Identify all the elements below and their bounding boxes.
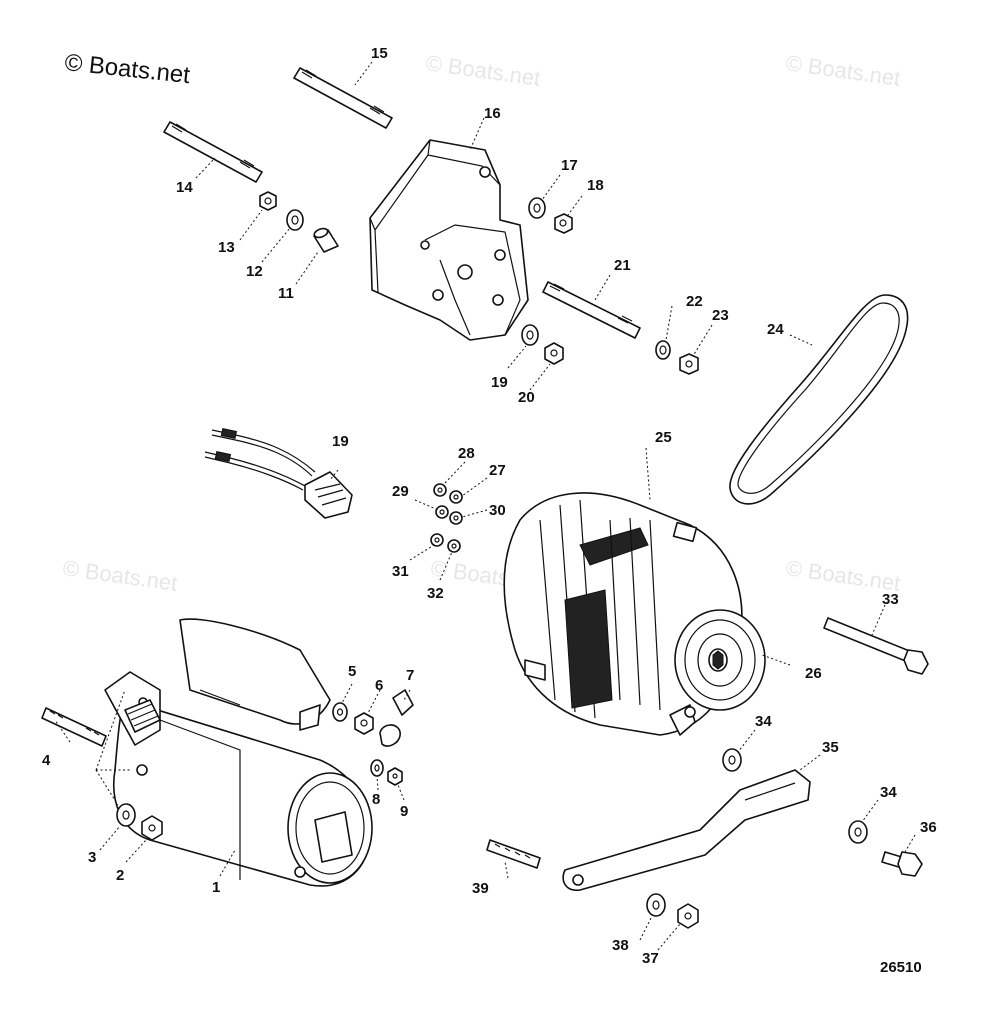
callout-29: 29 <box>392 483 409 500</box>
callout-38: 38 <box>612 937 629 954</box>
part-24-belt[interactable] <box>729 294 909 505</box>
callout-37: 37 <box>642 950 659 967</box>
part-13-nut[interactable] <box>259 191 277 211</box>
callout-23: 23 <box>712 307 729 324</box>
part-29-nut[interactable] <box>435 505 449 519</box>
callout-32: 32 <box>427 585 444 602</box>
callout-39: 39 <box>472 880 489 897</box>
part-15-stud[interactable] <box>293 67 393 129</box>
part-19-washer[interactable] <box>521 324 539 346</box>
callout-7: 7 <box>406 667 414 684</box>
callout-28: 28 <box>458 445 475 462</box>
watermark: © Boats.net <box>424 50 542 91</box>
watermark: © Boats.net <box>61 555 179 596</box>
part-38-washer[interactable] <box>646 893 666 917</box>
watermark: © Boats.net <box>784 555 902 596</box>
callout-18: 18 <box>587 177 604 194</box>
callout-6: 6 <box>375 677 383 694</box>
callout-1: 1 <box>212 879 220 896</box>
watermark: © Boats.net <box>784 50 902 91</box>
callout-27: 27 <box>489 462 506 479</box>
part-39-stud[interactable] <box>486 839 541 869</box>
callout-21: 21 <box>614 257 631 274</box>
part-34-washer[interactable] <box>848 820 868 844</box>
part-1-starter-motor[interactable] <box>104 618 373 887</box>
callout-31: 31 <box>392 563 409 580</box>
callout-5: 5 <box>348 663 356 680</box>
callout-20: 20 <box>518 389 535 406</box>
part-14-stud[interactable] <box>163 121 263 183</box>
part-19-harness[interactable] <box>204 428 353 519</box>
callout-35: 35 <box>822 739 839 756</box>
callout-22: 22 <box>686 293 703 310</box>
callout-34: 34 <box>755 713 772 730</box>
diagram-reference-number: 26510 <box>880 959 922 976</box>
part-20-nut[interactable] <box>544 342 564 365</box>
callout-9: 9 <box>400 803 408 820</box>
part-31-nut[interactable] <box>430 533 444 547</box>
part-7-terminal-boot[interactable] <box>379 689 414 747</box>
callout-4: 4 <box>42 752 51 769</box>
part-16-bracket[interactable] <box>369 139 529 341</box>
part-18-nut[interactable] <box>554 213 573 234</box>
part-36-bolt[interactable] <box>881 851 923 877</box>
callout-25: 25 <box>655 429 672 446</box>
part-9-nut[interactable] <box>387 767 403 786</box>
part-4-stud[interactable] <box>41 707 107 747</box>
callouts: 15 16 14 13 12 11 17 18 21 22 23 24 19 2… <box>42 45 937 967</box>
part-8-washer[interactable] <box>370 759 384 777</box>
part-22-washer[interactable] <box>655 340 671 360</box>
part-11-spacer[interactable] <box>313 227 339 253</box>
part-27-washer[interactable] <box>449 490 463 504</box>
callout-34: 34 <box>880 784 897 801</box>
part-2-nut[interactable] <box>141 815 163 841</box>
part-30-washer[interactable] <box>449 511 463 525</box>
callout-3: 3 <box>88 849 96 866</box>
callout-17: 17 <box>561 157 578 174</box>
part-21-stud[interactable] <box>542 281 641 339</box>
part-33-bolt[interactable] <box>823 617 929 675</box>
callout-36: 36 <box>920 819 937 836</box>
part-5-washer[interactable] <box>332 702 348 722</box>
callout-30: 30 <box>489 502 506 519</box>
part-6-nut[interactable] <box>354 712 374 735</box>
callout-26: 26 <box>805 665 822 682</box>
part-28-nut[interactable] <box>433 483 447 497</box>
callout-2: 2 <box>116 867 124 884</box>
part-37-nut[interactable] <box>677 903 699 929</box>
part-26-pulley[interactable] <box>674 609 766 711</box>
callout-24: 24 <box>767 321 784 338</box>
callout-19: 19 <box>332 433 349 450</box>
copyright-label: © Boats.net <box>63 49 191 89</box>
part-23-nut[interactable] <box>679 353 699 375</box>
callout-19: 19 <box>491 374 508 391</box>
callout-16: 16 <box>484 105 501 122</box>
callout-33: 33 <box>882 591 899 608</box>
part-17-washer[interactable] <box>528 197 546 219</box>
part-3-washer[interactable] <box>116 803 136 827</box>
part-32-washer[interactable] <box>447 539 461 553</box>
callout-14: 14 <box>176 179 193 196</box>
callout-15: 15 <box>371 45 388 62</box>
part-34-washer[interactable] <box>722 748 742 772</box>
part-12-washer[interactable] <box>286 209 304 231</box>
callout-11: 11 <box>278 285 294 302</box>
callout-13: 13 <box>218 239 235 256</box>
callout-12: 12 <box>246 263 263 280</box>
callout-8: 8 <box>372 791 380 808</box>
part-35-adjusting-bracket[interactable] <box>562 769 811 891</box>
leader-lines <box>54 61 916 951</box>
